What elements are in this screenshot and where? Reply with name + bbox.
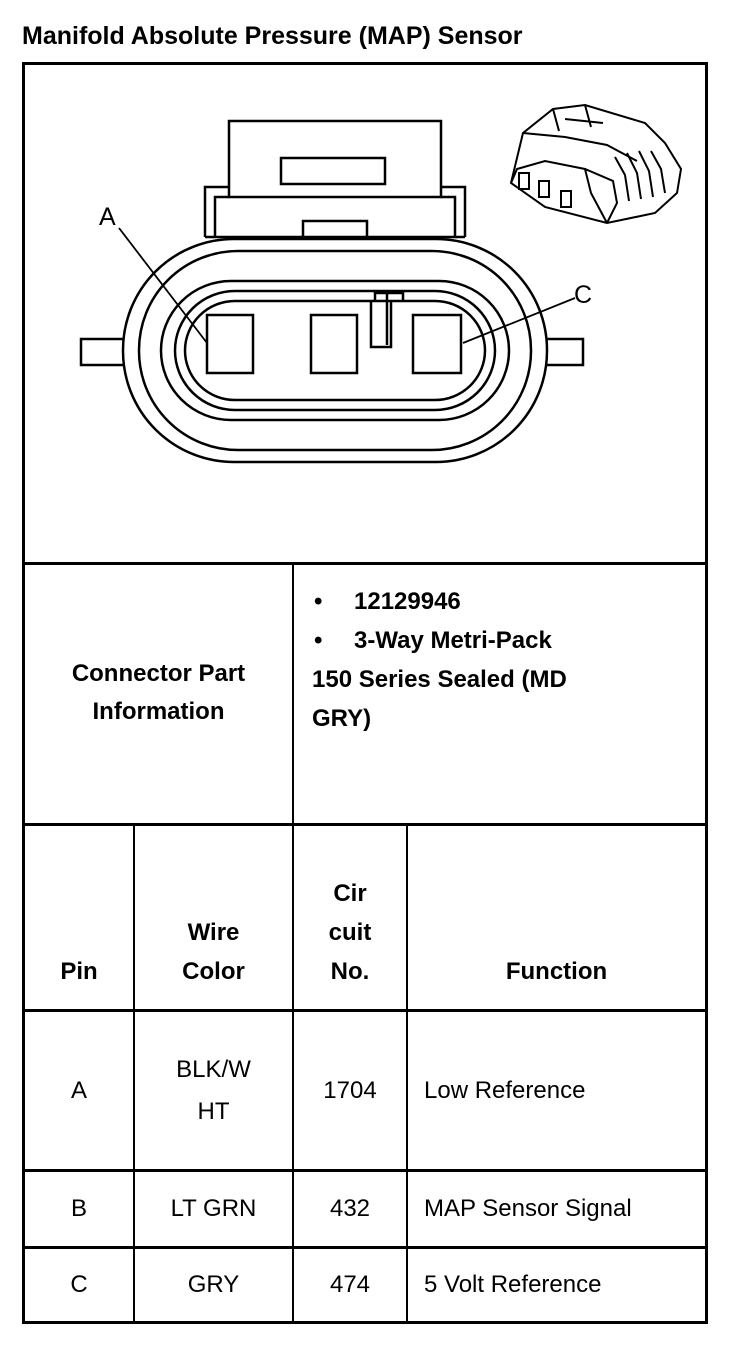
table-row-b-wire: LT GRN [135,1172,294,1249]
connector-info-label-text: Connector Part Information [71,659,246,725]
header-wire-color: Wire Color [135,826,294,1012]
table-row-c-pin: C [25,1249,135,1321]
page-title: Manifold Absolute Pressure (MAP) Sensor [22,22,523,50]
connector-series: 150 Series Sealed (MD GRY) [312,666,567,732]
connector-table-frame: A C Connector Part Information •12129946… [22,62,708,1324]
part-number: 12129946 [354,588,461,615]
table-row-b-pin: B [25,1172,135,1249]
pin-a-label: A [99,203,116,231]
header-circuit-no-text: Cir cuit No. [328,880,372,985]
header-wire-color-text: Wire Color [182,919,245,985]
header-circuit-no: Cir cuit No. [294,826,408,1012]
pin-c-label: C [574,281,593,309]
table-row-c-circuit: 474 [294,1249,408,1321]
connector-diagram: A C [25,65,705,565]
connector-info-label: Connector Part Information [25,562,294,826]
header-function: Function [408,826,705,1012]
part-number-item: •12129946 [312,582,687,621]
table-row-a-pin: A [25,1012,135,1172]
connector-drawing [79,103,683,464]
table-row-a-circuit: 1704 [294,1012,408,1172]
header-pin: Pin [25,826,135,1012]
table-row-c-wire: GRY [135,1249,294,1321]
connector-type: 3-Way Metri-Pack [354,627,552,654]
table-row-c-function: 5 Volt Reference [424,1271,602,1298]
table-row-b-circuit: 432 [294,1172,408,1249]
connector-type-item: •3-Way Metri-Pack [312,621,687,660]
connector-info-value: •12129946 •3-Way Metri-Pack 150 Series S… [294,562,705,826]
table-row-a-wire: BLK/W HT [135,1012,294,1172]
table-row-a-function: Low Reference [408,1012,705,1172]
table-row-b-function: MAP Sensor Signal [408,1172,705,1249]
table-row-a-wire-text: BLK/W HT [176,1055,251,1125]
